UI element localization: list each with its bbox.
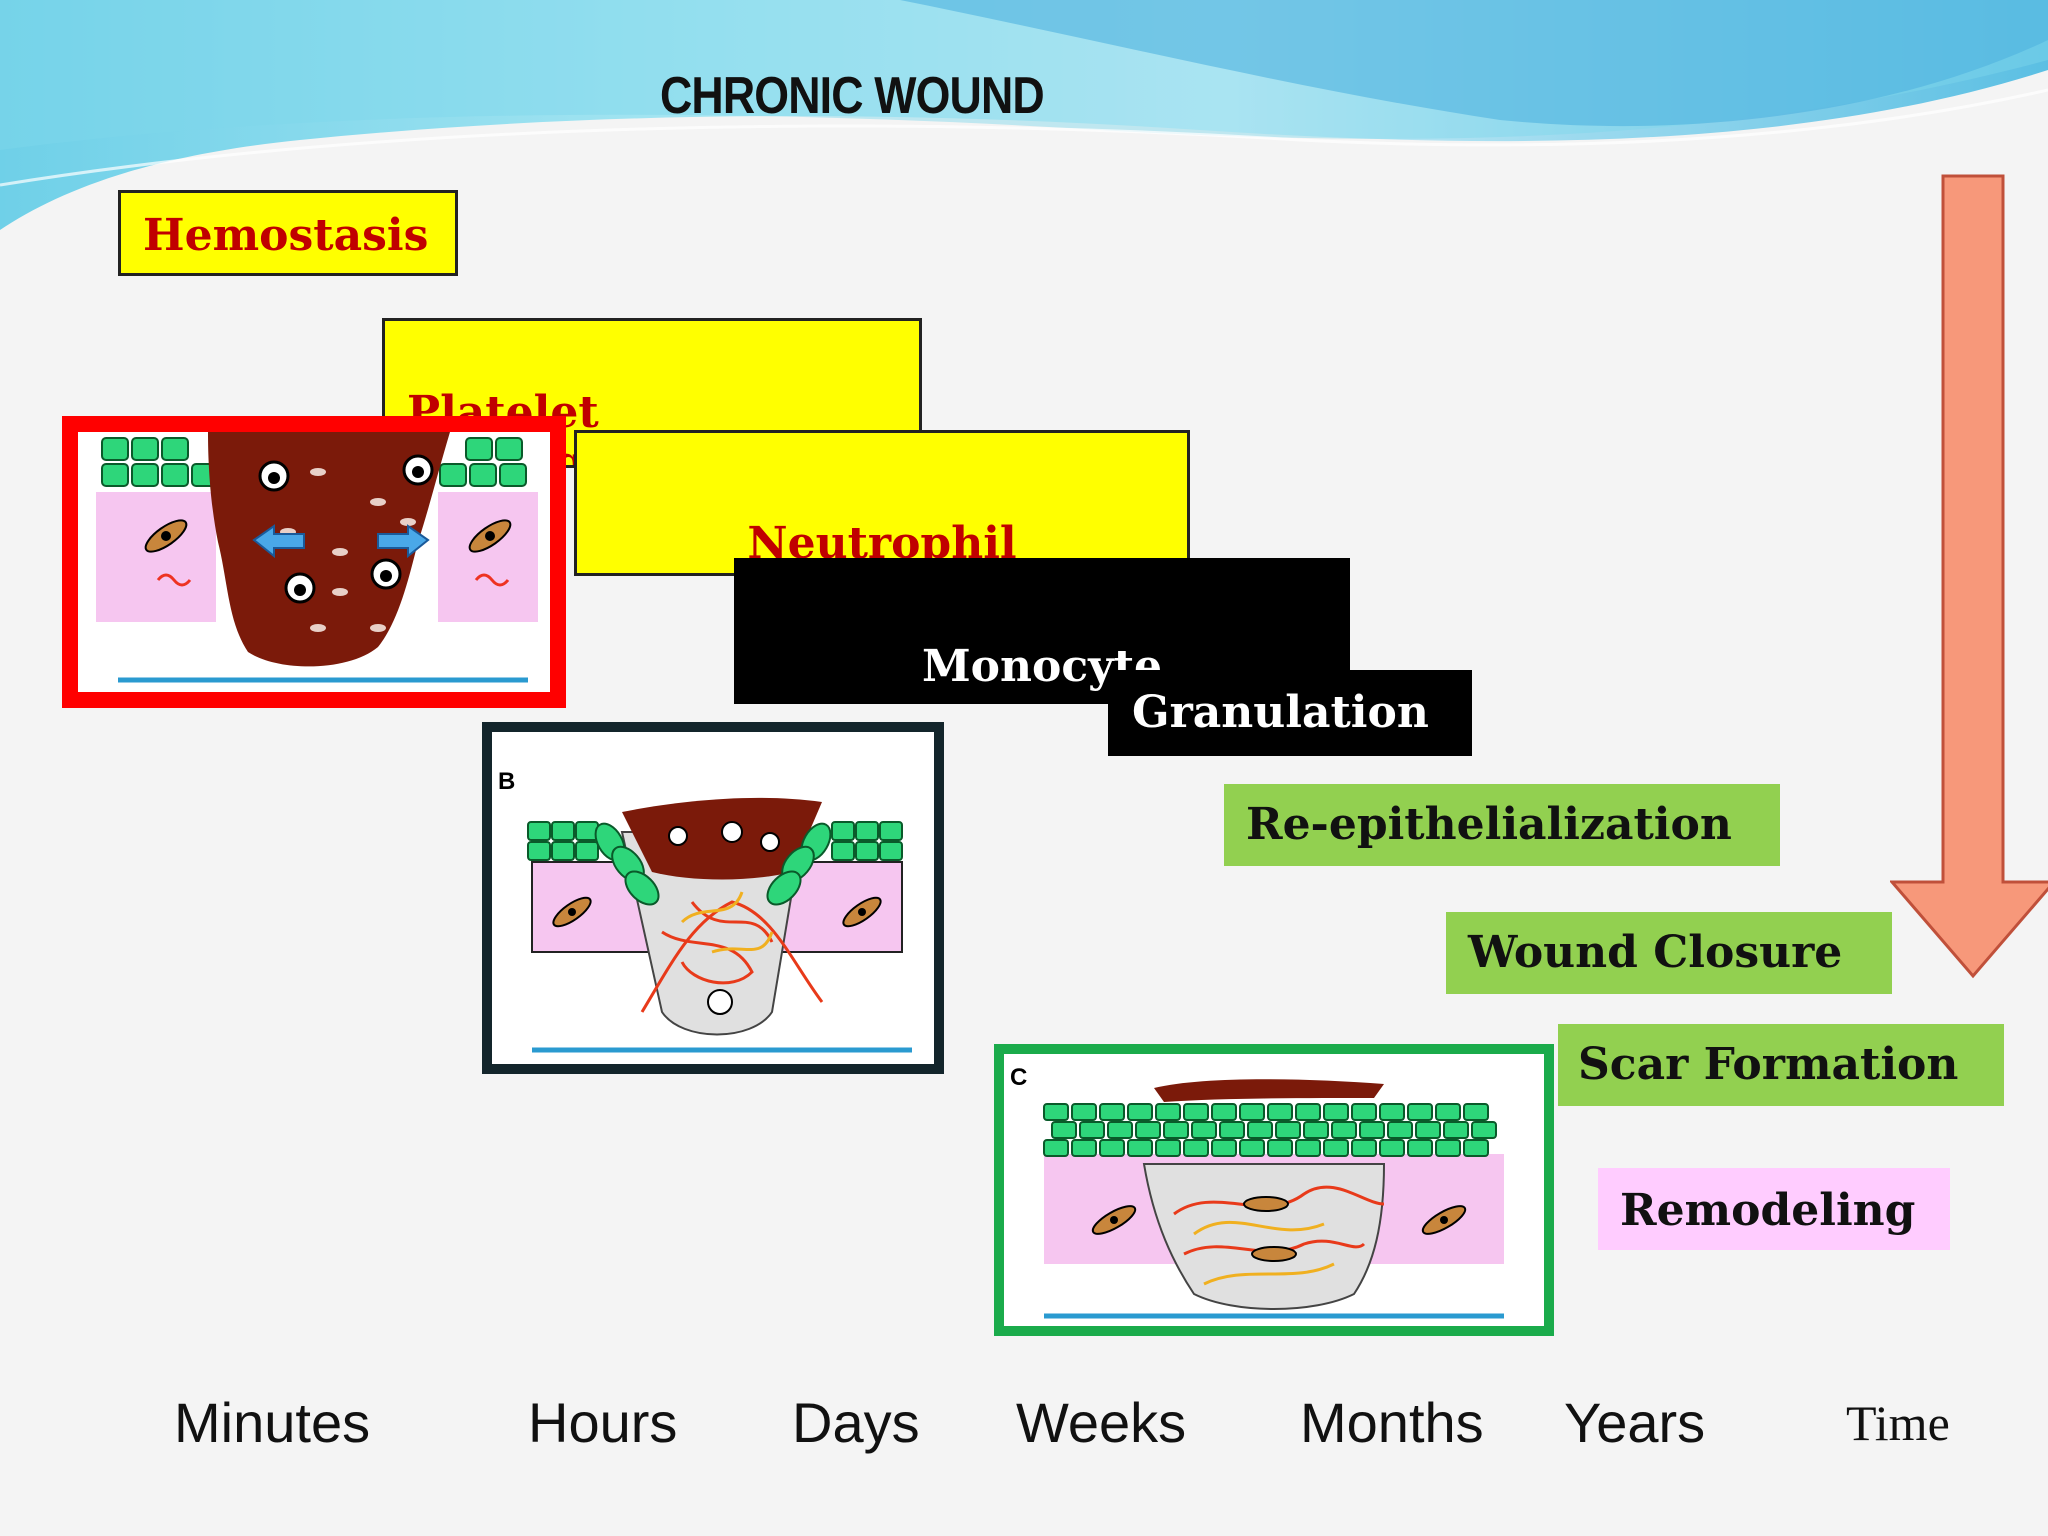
- panel-c-label: C: [1010, 1064, 1028, 1091]
- phase-granulation: Granulation: [1108, 670, 1472, 756]
- wound-panel-b: B: [482, 722, 944, 1074]
- wound-panel-a: [62, 416, 566, 708]
- epithelial-cell: [1331, 1121, 1357, 1139]
- epithelial-cell: [1135, 1121, 1161, 1139]
- phase-remodeling-label: Remodeling: [1620, 1185, 1916, 1236]
- timeline-weeks: Weeks: [1016, 1391, 1187, 1454]
- epithelial-cell: [1191, 1121, 1217, 1139]
- phase-remodeling: Remodeling: [1598, 1168, 1950, 1250]
- epithelial-cell: [1435, 1103, 1461, 1121]
- epithelial-cell: [1043, 1139, 1069, 1157]
- phase-hemostasis: Hemostasis: [118, 190, 458, 276]
- phase-scar-formation: Scar Formation: [1558, 1024, 2004, 1106]
- phase-hemostasis-label: Hemostasis: [143, 210, 429, 261]
- epithelial-cell: [1107, 1121, 1133, 1139]
- epithelial-cell: [1379, 1103, 1405, 1121]
- epithelial-cell: [1051, 1121, 1077, 1139]
- epithelial-cell: [1407, 1103, 1433, 1121]
- epithelial-cell: [1099, 1103, 1125, 1121]
- epithelial-cell: [1323, 1139, 1349, 1157]
- epithelial-cell: [1359, 1121, 1385, 1139]
- timeline-time-label: Time: [1846, 1395, 1950, 1451]
- epithelial-cell: [1267, 1103, 1293, 1121]
- wound-illustration-remodeling: [1043, 1079, 1504, 1319]
- epithelial-cell: [1387, 1121, 1413, 1139]
- epithelial-cell: [1443, 1121, 1469, 1139]
- wound-illustration-inflammation: [527, 797, 912, 1053]
- epithelial-cell: [1379, 1139, 1405, 1157]
- epithelial-cell: [1239, 1103, 1265, 1121]
- epithelial-cell: [1183, 1103, 1209, 1121]
- epithelial-cell: [1303, 1121, 1329, 1139]
- epithelial-cell: [1071, 1139, 1097, 1157]
- panel-b-label: B: [498, 768, 516, 795]
- epithelial-cell: [1471, 1121, 1497, 1139]
- epithelial-cell: [1219, 1121, 1245, 1139]
- epithelial-cell: [1323, 1103, 1349, 1121]
- page-title: CHRONIC WOUND: [660, 67, 1045, 125]
- header-wave-background: [0, 0, 2048, 230]
- epithelial-cell: [1407, 1139, 1433, 1157]
- epithelial-cell: [1127, 1139, 1153, 1157]
- epithelial-cell: [1155, 1103, 1181, 1121]
- epithelial-cell: [1435, 1139, 1461, 1157]
- timeline-hours: Hours: [528, 1391, 678, 1454]
- phase-neutrophil-immigration: Neutrophil Immigration: [574, 430, 1190, 576]
- epithelial-cell: [1163, 1121, 1189, 1139]
- timeline-days: Days: [792, 1391, 920, 1454]
- epithelial-cell: [1275, 1121, 1301, 1139]
- epithelial-cell: [1247, 1121, 1273, 1139]
- epithelial-cell: [1071, 1103, 1097, 1121]
- epithelial-cell: [1127, 1103, 1153, 1121]
- epithelial-cell: [1463, 1139, 1489, 1157]
- epithelial-cell: [1043, 1103, 1069, 1121]
- phase-closure-label: Wound Closure: [1468, 927, 1843, 978]
- epithelial-cell: [1239, 1139, 1265, 1157]
- epithelial-cell: [1351, 1103, 1377, 1121]
- epithelial-cell: [1463, 1103, 1489, 1121]
- wound-illustration-hemostasis: [96, 432, 538, 683]
- timeline-months: Months: [1300, 1391, 1484, 1454]
- epithelial-cell: [1079, 1121, 1105, 1139]
- wound-panel-c: C: [994, 1044, 1554, 1336]
- epithelial-cell: [1211, 1139, 1237, 1157]
- phase-reepi-label: Re-epithelialization: [1246, 799, 1732, 850]
- phase-granulation-label: Granulation: [1132, 687, 1429, 738]
- epithelial-cell: [1155, 1139, 1181, 1157]
- epithelial-cell: [1211, 1103, 1237, 1121]
- epithelial-cell: [1295, 1103, 1321, 1121]
- time-arrow-icon: [1890, 174, 2048, 979]
- phase-re-epithelialization: Re-epithelialization: [1224, 784, 1780, 866]
- epithelial-cell: [1415, 1121, 1441, 1139]
- phase-wound-closure: Wound Closure: [1446, 912, 1892, 994]
- phase-scar-label: Scar Formation: [1578, 1039, 1959, 1090]
- epithelial-cell: [1183, 1139, 1209, 1157]
- epithelial-cell: [1099, 1139, 1125, 1157]
- timeline-years: Years: [1564, 1391, 1706, 1454]
- timeline-minutes: Minutes: [174, 1391, 371, 1454]
- epithelial-cell: [1267, 1139, 1293, 1157]
- epithelial-cell: [1351, 1139, 1377, 1157]
- epithelial-cell: [1295, 1139, 1321, 1157]
